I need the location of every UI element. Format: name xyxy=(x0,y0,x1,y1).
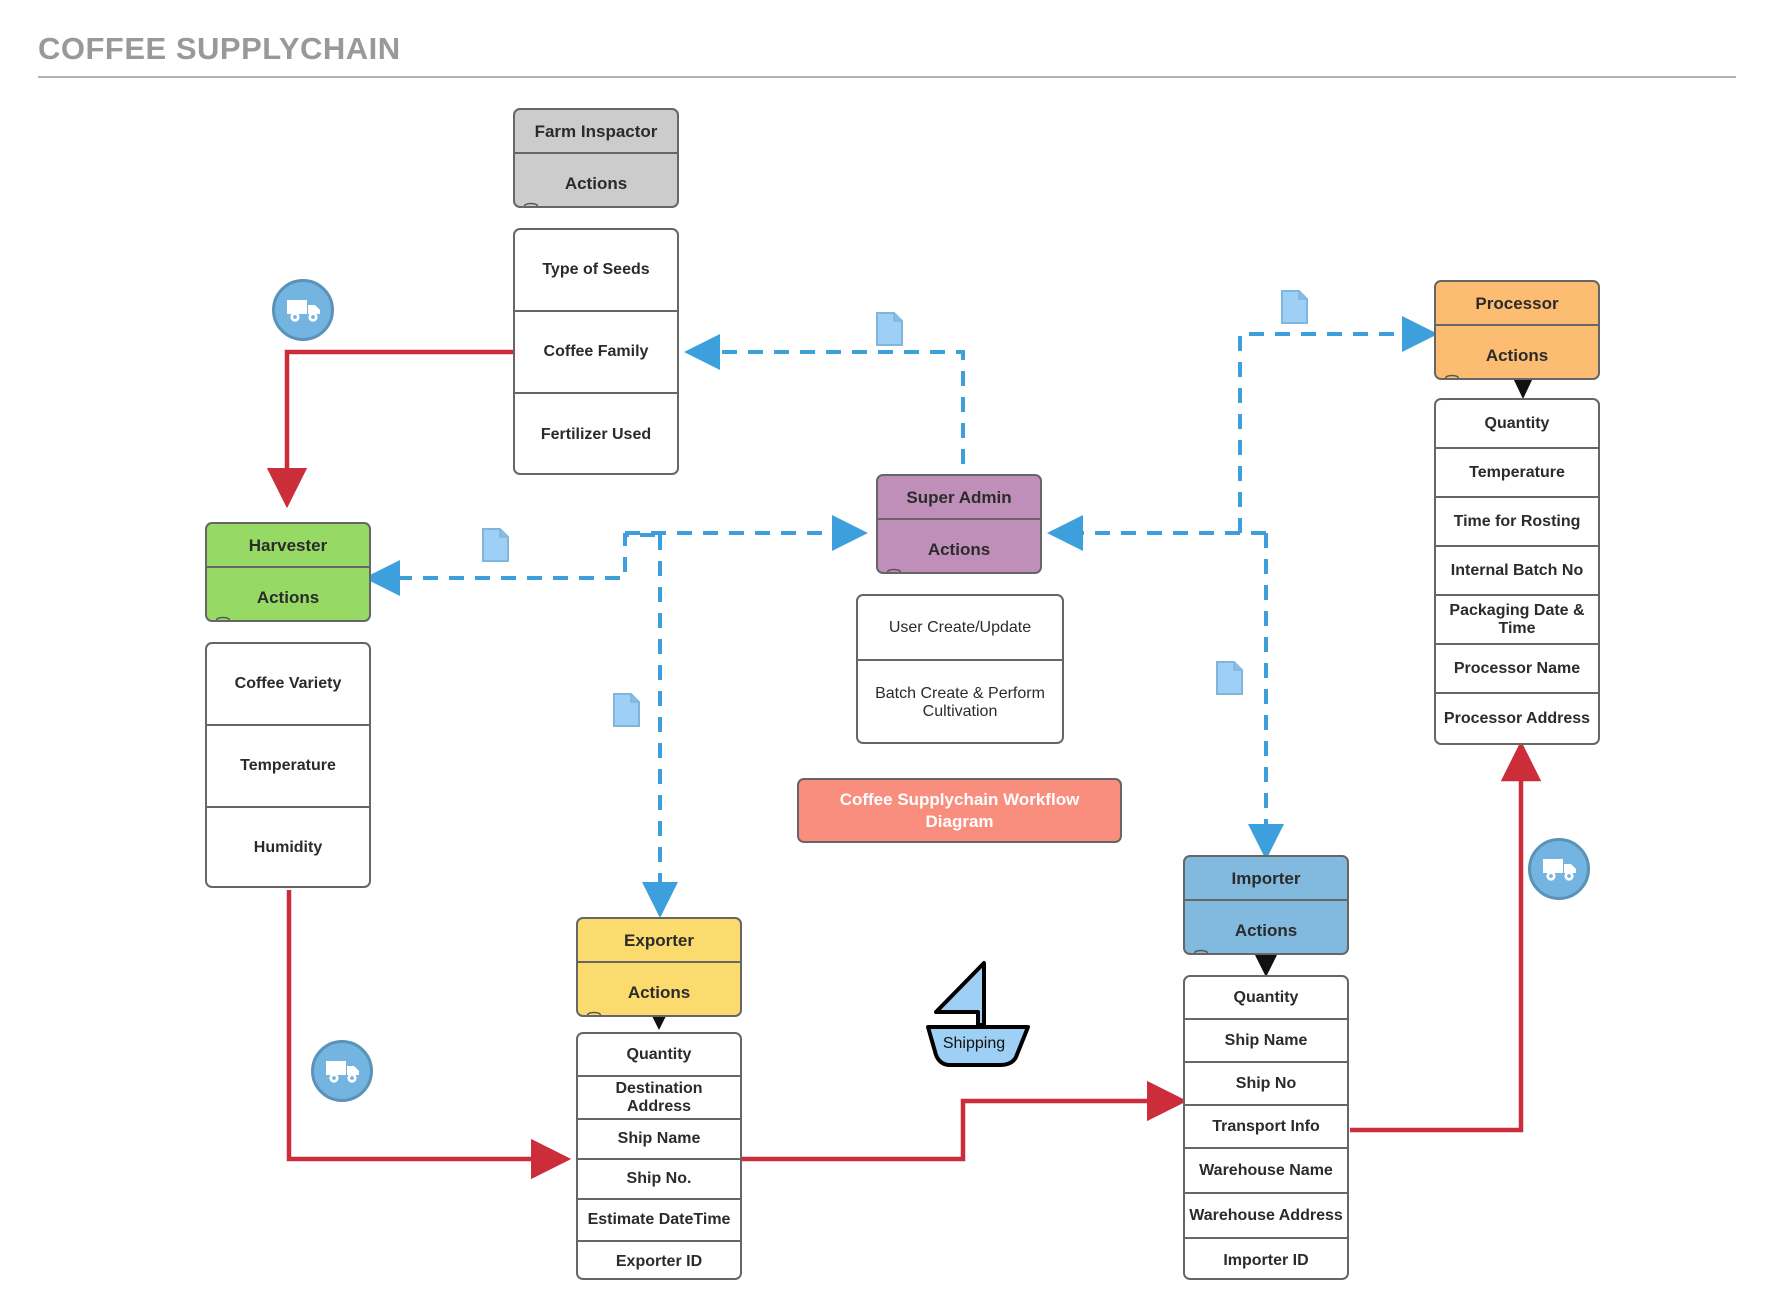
attribute-row: Transport Info xyxy=(1185,1106,1347,1149)
attribute-row: Quantity xyxy=(1185,977,1347,1020)
entity-harvester[interactable]: Harvester Actions xyxy=(205,522,371,622)
entity-title: Super Admin xyxy=(878,476,1040,520)
attribute-row: User Create/Update xyxy=(858,596,1062,661)
actions-swirl-icon xyxy=(1444,374,1460,378)
attribute-row: Quantity xyxy=(578,1034,740,1077)
entity-title: Importer xyxy=(1185,857,1347,901)
attribute-row: Estimate DateTime xyxy=(578,1200,740,1242)
entity-title: Harvester xyxy=(207,524,369,568)
actions-swirl-icon xyxy=(523,202,539,206)
entity-actions-label: Actions xyxy=(1485,346,1549,365)
attribute-row: Type of Seeds xyxy=(515,230,677,312)
entity-title: Exporter xyxy=(578,919,740,963)
attributes-exporter: Quantity Destination Address Ship Name S… xyxy=(576,1032,742,1280)
truck-icon xyxy=(272,279,334,341)
attributes-super-admin: User Create/Update Batch Create & Perfor… xyxy=(856,594,1064,744)
attribute-row: Destination Address xyxy=(578,1077,740,1120)
attribute-row: Importer ID xyxy=(1223,1251,1309,1269)
document-icon xyxy=(613,693,640,727)
attribute-row: Time for Rosting xyxy=(1436,498,1598,547)
attribute-row: Exporter ID xyxy=(615,1253,703,1271)
document-icon xyxy=(876,312,903,346)
attribute-row: Temperature xyxy=(1436,449,1598,498)
entity-title: Farm Inspactor xyxy=(515,110,677,154)
attribute-row: Ship Name xyxy=(1185,1020,1347,1063)
attribute-row: Warehouse Address xyxy=(1185,1194,1347,1239)
attribute-row: Fertilizer Used xyxy=(540,425,652,443)
entity-farm-inspector[interactable]: Farm Inspactor Actions xyxy=(513,108,679,208)
attribute-row: Packaging Date & Time xyxy=(1436,596,1598,645)
title-divider xyxy=(38,76,1736,78)
attribute-row: Coffee Variety xyxy=(207,644,369,726)
attribute-row: Processor Address xyxy=(1443,709,1591,727)
shipping-label: Shipping xyxy=(942,1035,1006,1052)
actions-swirl-icon xyxy=(886,568,902,572)
entity-actions-label: Actions xyxy=(564,174,628,193)
attribute-row: Batch Create & Perform Cultivation xyxy=(875,684,1045,720)
truck-icon xyxy=(311,1040,373,1102)
attribute-row: Quantity xyxy=(1436,400,1598,449)
attribute-row: Ship Name xyxy=(578,1120,740,1160)
attributes-harvester: Coffee Variety Temperature Humidity xyxy=(205,642,371,888)
attributes-farm-inspector: Type of Seeds Coffee Family Fertilizer U… xyxy=(513,228,679,475)
attributes-processor: Quantity Temperature Time for Rosting In… xyxy=(1434,398,1600,745)
workflow-diagram-label: Coffee Supplychain Workflow Diagram xyxy=(797,778,1122,843)
page-title: COFFEE SUPPLYCHAIN xyxy=(38,31,401,66)
document-icon xyxy=(1216,661,1243,695)
attribute-row: Ship No xyxy=(1185,1063,1347,1106)
attribute-row: Processor Name xyxy=(1436,645,1598,694)
attributes-importer: Quantity Ship Name Ship No Transport Inf… xyxy=(1183,975,1349,1280)
entity-actions-label: Actions xyxy=(256,588,320,607)
attribute-row: Humidity xyxy=(253,839,323,857)
entity-processor[interactable]: Processor Actions xyxy=(1434,280,1600,380)
entity-actions-label: Actions xyxy=(627,983,691,1002)
actions-swirl-icon xyxy=(586,1011,602,1015)
document-icon xyxy=(1281,290,1308,324)
attribute-row: Ship No. xyxy=(578,1160,740,1200)
entity-exporter[interactable]: Exporter Actions xyxy=(576,917,742,1017)
actions-swirl-icon xyxy=(215,616,231,620)
entity-super-admin[interactable]: Super Admin Actions xyxy=(876,474,1042,574)
attribute-row: Warehouse Name xyxy=(1185,1149,1347,1194)
attribute-row: Internal Batch No xyxy=(1436,547,1598,596)
actions-swirl-icon xyxy=(1193,949,1209,953)
entity-title: Processor xyxy=(1436,282,1598,326)
entity-actions-label: Actions xyxy=(1234,921,1298,940)
truck-icon xyxy=(1528,838,1590,900)
document-icon xyxy=(482,528,509,562)
entity-actions-label: Actions xyxy=(927,540,991,559)
sailboat-icon: Shipping xyxy=(920,955,1040,1080)
attribute-row: Coffee Family xyxy=(515,312,677,394)
entity-importer[interactable]: Importer Actions xyxy=(1183,855,1349,955)
attribute-row: Temperature xyxy=(207,726,369,808)
